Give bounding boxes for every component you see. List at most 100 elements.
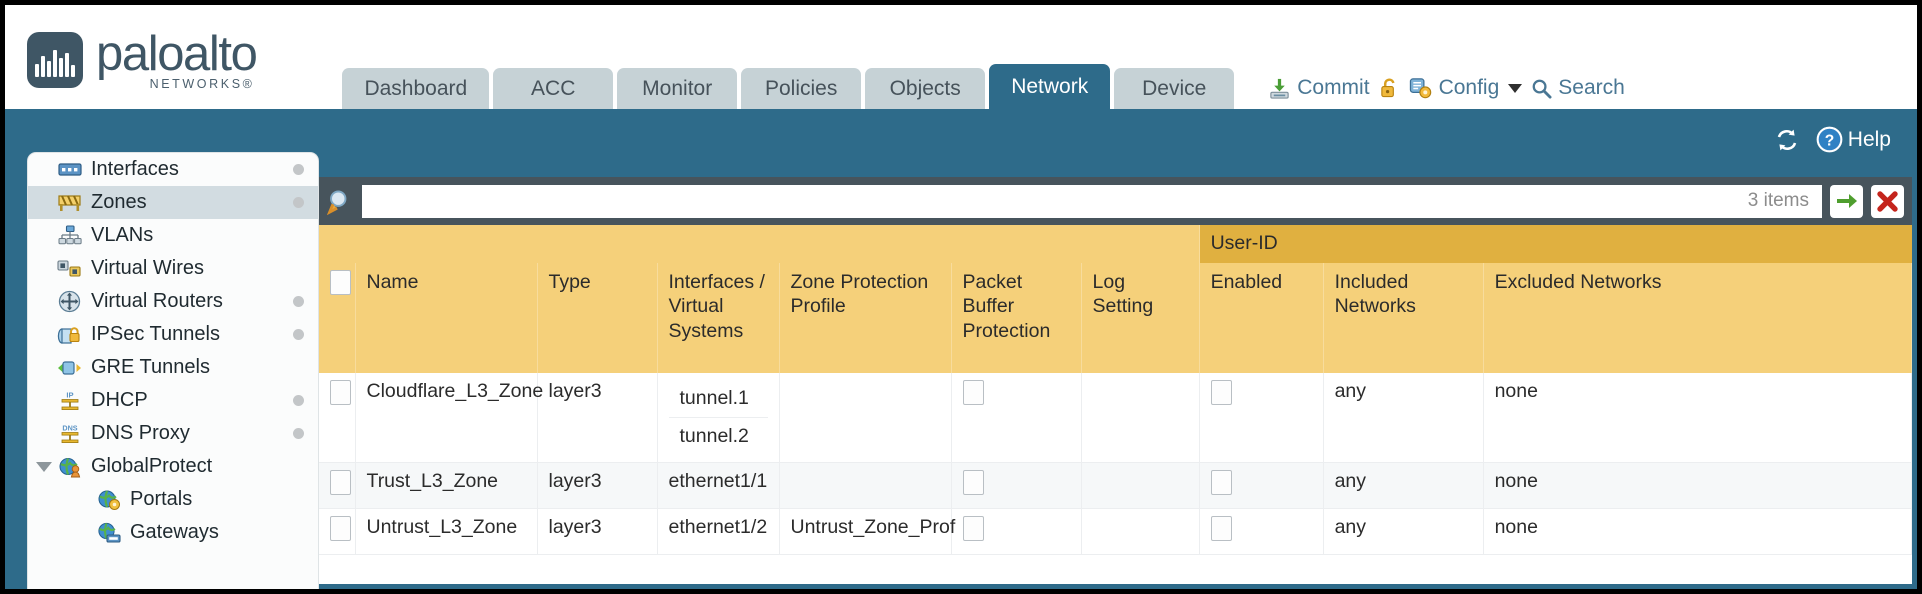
log-setting: [1081, 373, 1200, 463]
zone-name-link[interactable]: Cloudflare_L3_Zone: [355, 373, 543, 463]
sidebar-item-label: DHCP: [91, 389, 148, 411]
packet-buffer-protection-checkbox[interactable]: [962, 516, 984, 541]
sidebar-item-label: IPSec Tunnels: [91, 323, 220, 345]
sidebar-item-ipsec-tunnels[interactable]: IPSec Tunnels: [28, 318, 318, 351]
sidebar-item-virtual-wires[interactable]: Virtual Wires: [28, 252, 318, 285]
brand-name: paloalto: [96, 27, 258, 81]
user-id-enabled-checkbox[interactable]: [1210, 380, 1232, 405]
zone-protection-profile: [779, 373, 952, 463]
row-select-cell: [319, 508, 356, 555]
tab-acc[interactable]: ACC: [493, 68, 614, 109]
tab-policies[interactable]: Policies: [741, 68, 862, 109]
zone-interfaces: ethernet1/1: [657, 462, 780, 509]
column-enabled[interactable]: Enabled: [1199, 263, 1324, 373]
sidebar-item-label: Portals: [130, 488, 193, 510]
sidebar-item-globalprotect[interactable]: GlobalProtect: [28, 450, 318, 483]
config-label: Config: [1438, 76, 1500, 99]
item-count: 3 items: [1747, 190, 1809, 211]
select-all-checkbox[interactable]: [330, 270, 351, 295]
svg-text:IP: IP: [66, 390, 73, 399]
table-row[interactable]: Trust_L3_Zone layer3 ethernet1/1 any non…: [319, 462, 1912, 509]
sidebar-item-label: GlobalProtect: [91, 455, 213, 477]
sidebar-item-virtual-routers[interactable]: Virtual Routers: [28, 285, 318, 318]
sidebar-item-gateways[interactable]: Gateways: [28, 516, 318, 549]
column-zone-protection-profile[interactable]: Zone Protection Profile: [779, 263, 952, 373]
search-input[interactable]: 3 items: [362, 184, 1822, 218]
table-row[interactable]: Cloudflare_L3_Zone layer3 tunnel.1 tunne…: [319, 373, 1912, 463]
brand-subtitle: NETWORKS®: [149, 77, 255, 91]
status-dot: [293, 164, 304, 175]
sidebar-item-portals[interactable]: Portals: [28, 483, 318, 516]
column-type[interactable]: Type: [537, 263, 658, 373]
portals-icon: [96, 489, 121, 511]
search-icon: [1532, 79, 1552, 99]
gateways-icon: [96, 522, 121, 544]
row-select-cell: [319, 373, 356, 463]
zone-name-link[interactable]: Trust_L3_Zone: [355, 462, 538, 509]
clear-filter-button[interactable]: [1871, 184, 1904, 218]
virtual-routers-icon: [57, 290, 82, 313]
filter-search-icon[interactable]: [327, 188, 354, 215]
commit-label: Commit: [1297, 76, 1370, 99]
column-excluded-networks[interactable]: Excluded Networks: [1483, 263, 1912, 373]
excluded-networks: none: [1483, 373, 1912, 463]
tab-objects[interactable]: Objects: [865, 68, 986, 109]
sidebar-item-zones[interactable]: Zones: [28, 186, 318, 219]
help-button[interactable]: ? Help: [1816, 126, 1891, 153]
zone-type: layer3: [537, 462, 658, 509]
column-log-setting[interactable]: Log Setting: [1081, 263, 1200, 373]
zone-protection-profile: [779, 462, 952, 509]
packet-buffer-protection-cell: [951, 373, 1082, 463]
zone-type: layer3: [537, 373, 658, 463]
main-nav-tabs[interactable]: Dashboard ACC Monitor Policies Objects N…: [342, 64, 1238, 109]
sidebar-item-vlans[interactable]: VLANs: [28, 219, 318, 252]
column-name[interactable]: Name: [355, 263, 538, 373]
group-header-user-id: User-ID: [1199, 225, 1912, 263]
tab-monitor[interactable]: Monitor: [617, 68, 738, 109]
packet-buffer-protection-cell: [951, 462, 1082, 509]
status-dot: [293, 296, 304, 307]
collapse-triangle-icon[interactable]: [36, 461, 52, 472]
row-checkbox[interactable]: [330, 470, 351, 495]
excluded-networks: none: [1483, 462, 1912, 509]
log-setting: [1081, 508, 1200, 555]
search-button[interactable]: Search: [1531, 76, 1625, 100]
zone-name-link[interactable]: Untrust_L3_Zone: [355, 508, 538, 555]
row-checkbox[interactable]: [330, 380, 351, 405]
status-dot: [293, 395, 304, 406]
column-packet-buffer-protection[interactable]: Packet Buffer Protection: [951, 263, 1082, 373]
commit-button[interactable]: Commit: [1268, 76, 1370, 100]
sub-header-band: ? Help: [5, 109, 1917, 177]
user-id-enabled-checkbox[interactable]: [1210, 470, 1232, 495]
tab-dashboard[interactable]: Dashboard: [342, 68, 490, 109]
unlocked-padlock-icon[interactable]: [1379, 77, 1400, 100]
tab-device[interactable]: Device: [1114, 68, 1235, 109]
column-included-networks[interactable]: Included Networks: [1323, 263, 1484, 373]
packet-buffer-protection-checkbox[interactable]: [962, 470, 984, 495]
sidebar-item-label: DNS Proxy: [91, 422, 190, 444]
status-dot: [293, 329, 304, 340]
sidebar-item-label: VLANs: [91, 224, 154, 246]
table-row[interactable]: Untrust_L3_Zone layer3 ethernet1/2 Untru…: [319, 508, 1912, 555]
apply-filter-button[interactable]: [1830, 184, 1863, 218]
interface-item: tunnel.2: [679, 425, 749, 447]
main-content: 3 items: [319, 177, 1912, 584]
packet-buffer-protection-checkbox[interactable]: [962, 380, 984, 405]
config-menu[interactable]: Config: [1409, 76, 1523, 100]
sidebar-item-dhcp[interactable]: IP DHCP: [28, 384, 318, 417]
user-id-enabled-checkbox[interactable]: [1210, 516, 1232, 541]
sidebar-item-interfaces[interactable]: Interfaces: [28, 153, 318, 186]
sidebar-item-label: Virtual Routers: [91, 290, 223, 312]
band-actions: ? Help: [1774, 126, 1891, 153]
column-interfaces[interactable]: Interfaces / Virtual Systems: [657, 263, 780, 373]
tab-network[interactable]: Network: [989, 64, 1111, 109]
sidebar-item-label: Interfaces: [91, 158, 179, 180]
virtual-wires-icon: [57, 258, 82, 280]
refresh-icon[interactable]: [1774, 128, 1800, 152]
table-header-row: Name Type Interfaces / Virtual Systems Z…: [319, 263, 1912, 373]
included-networks: any: [1323, 462, 1484, 509]
sidebar-item-gre-tunnels[interactable]: GRE Tunnels: [28, 351, 318, 384]
row-checkbox[interactable]: [330, 516, 351, 541]
sidebar-item-dns-proxy[interactable]: DNS DNS Proxy: [28, 417, 318, 450]
vlans-icon: [57, 225, 82, 247]
